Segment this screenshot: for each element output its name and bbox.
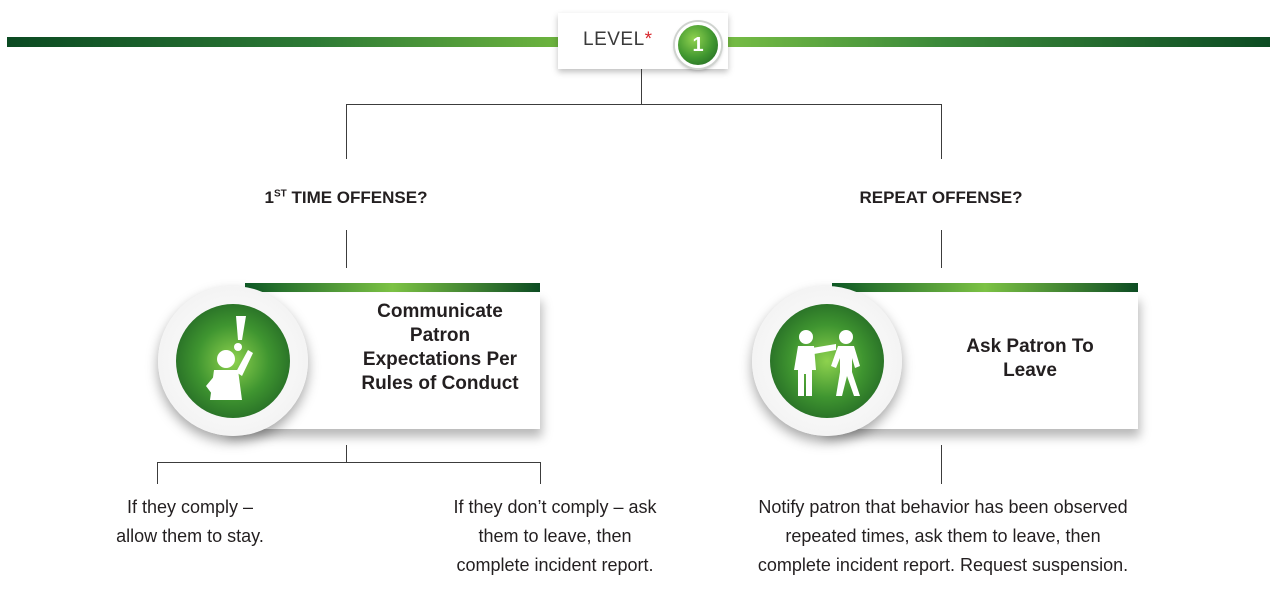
outcome-not-comply: If they don’t comply – ask them to leave…: [453, 497, 657, 575]
ask-leave-card-bar: [832, 283, 1138, 292]
connector-right-2: [941, 230, 942, 268]
connector-left-2: [346, 230, 347, 268]
ask-leave-icon-badge: [752, 286, 902, 436]
header-bar-left: [7, 37, 567, 47]
level-box: LEVEL* 1: [558, 13, 728, 69]
communicate-card-bar: [245, 283, 540, 292]
connector-left-3: [346, 445, 347, 462]
connector-top: [641, 69, 642, 104]
first-offense-question: 1ST TIME OFFENSE?: [264, 188, 428, 207]
connector-split: [346, 104, 942, 105]
outcome-comply: If they comply – allow them to stay.: [116, 497, 264, 546]
communicate-card-title: Communicate Patron Expectations Per Rule…: [361, 301, 519, 394]
connector-left-split: [157, 462, 541, 463]
connector-right-1: [941, 104, 942, 159]
connector-left-1: [346, 104, 347, 159]
person-exclamation-icon: [206, 316, 253, 400]
ask-leave-card-title: Ask Patron To Leave: [966, 336, 1094, 381]
level-number-badge: 1: [675, 22, 721, 68]
header-bar-right: [716, 37, 1270, 47]
connector-not-comply: [540, 462, 541, 484]
pointing-person-leaving-icon: [794, 330, 860, 396]
connector-right-3: [941, 445, 942, 484]
outcome-repeat: Notify patron that behavior has been obs…: [757, 497, 1129, 575]
connector-comply: [157, 462, 158, 484]
level-asterisk: *: [644, 29, 653, 50]
level-label: LEVEL*: [583, 29, 653, 50]
repeat-offense-question: REPEAT OFFENSE?: [859, 188, 1023, 207]
communicate-icon-badge: [158, 286, 308, 436]
